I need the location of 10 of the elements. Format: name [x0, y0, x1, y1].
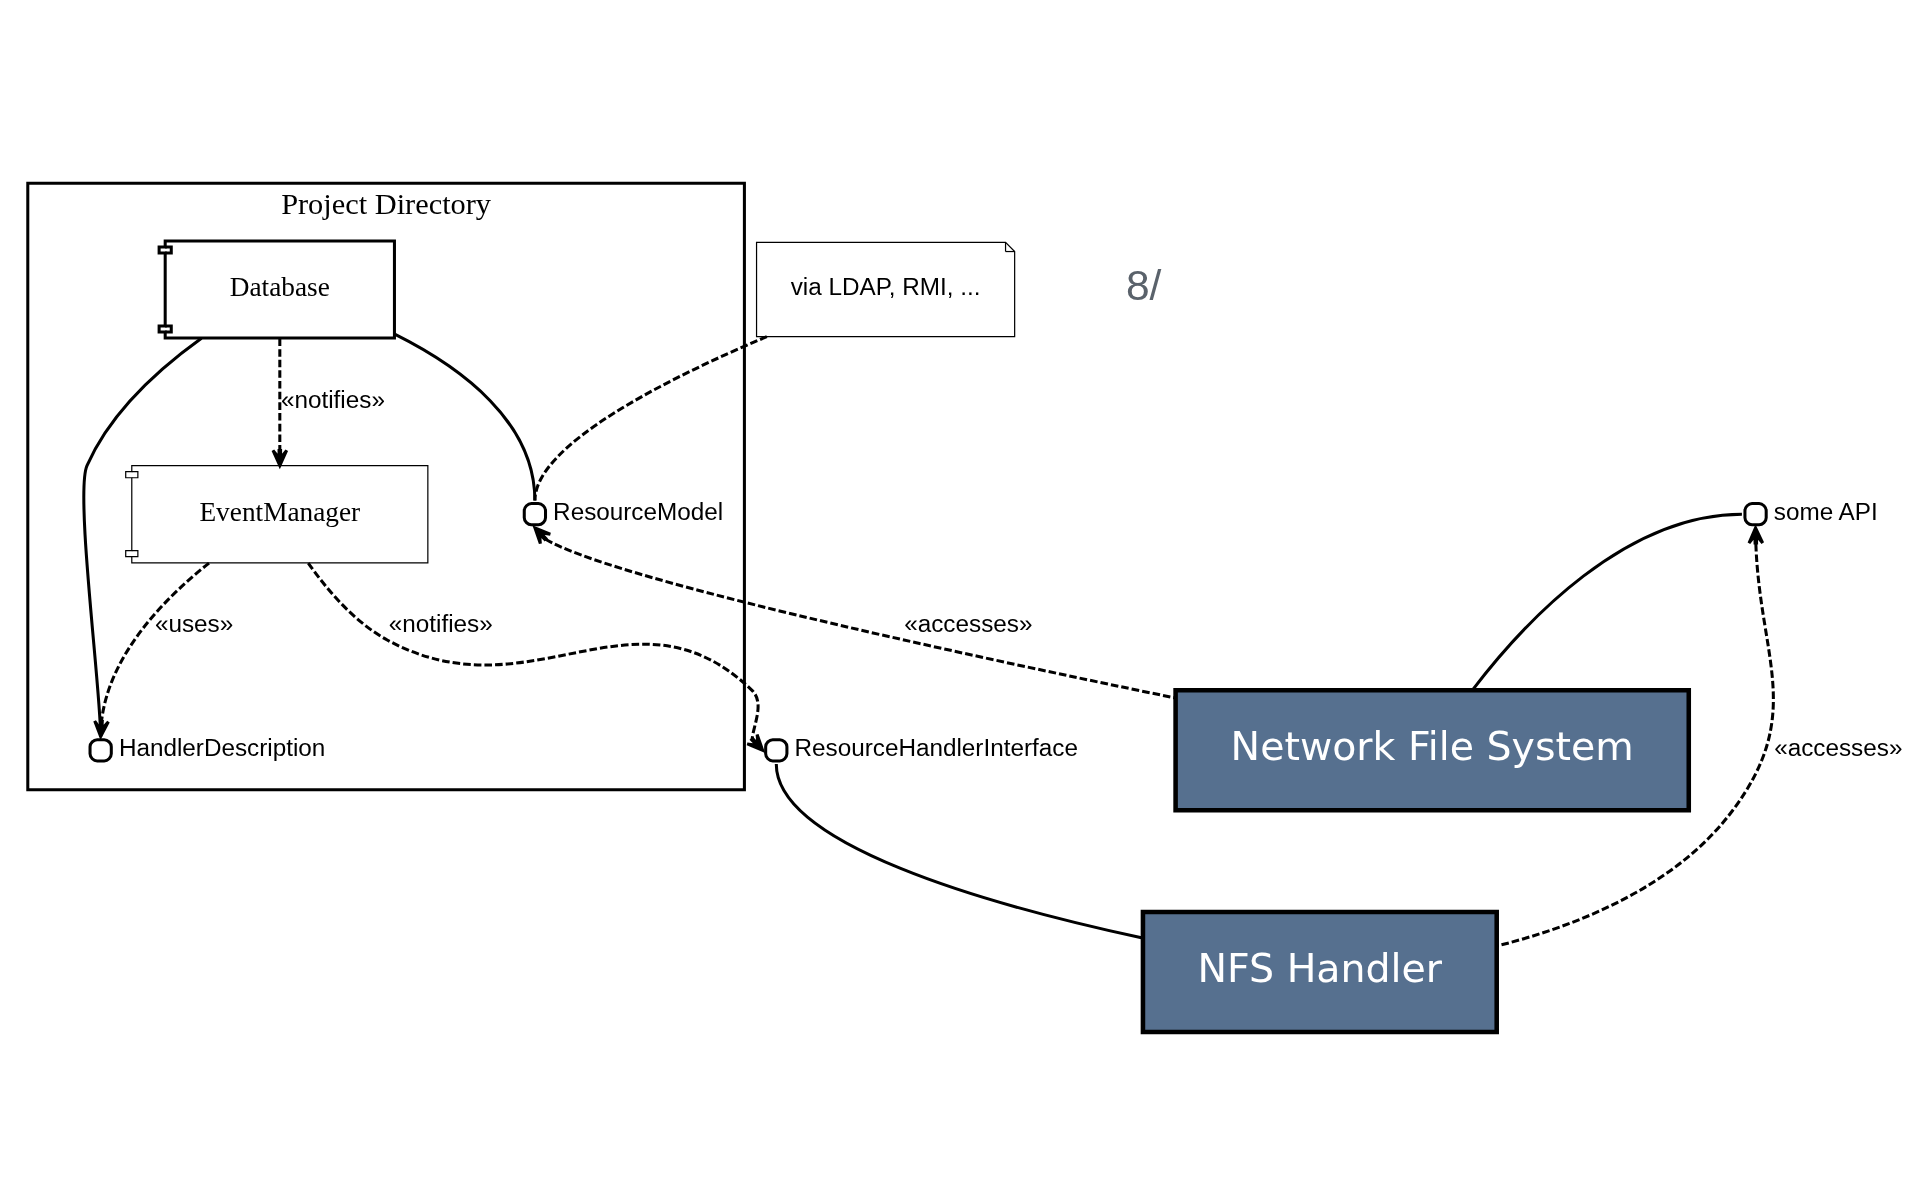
edge-label: «notifies» [280, 385, 385, 413]
edge-label: «accesses» [903, 610, 1032, 638]
edge-label: «notifies» [388, 610, 493, 638]
edge-label: «uses» [154, 610, 233, 638]
edge-label: «accesses» [1773, 734, 1902, 762]
node-label: ResourceHandlerInterface [794, 734, 1078, 762]
node-label: ResourceModel [552, 497, 723, 525]
node-label: some API [1773, 497, 1878, 525]
label: 8/ [1125, 261, 1161, 309]
node-label: HandlerDescription [118, 734, 325, 762]
